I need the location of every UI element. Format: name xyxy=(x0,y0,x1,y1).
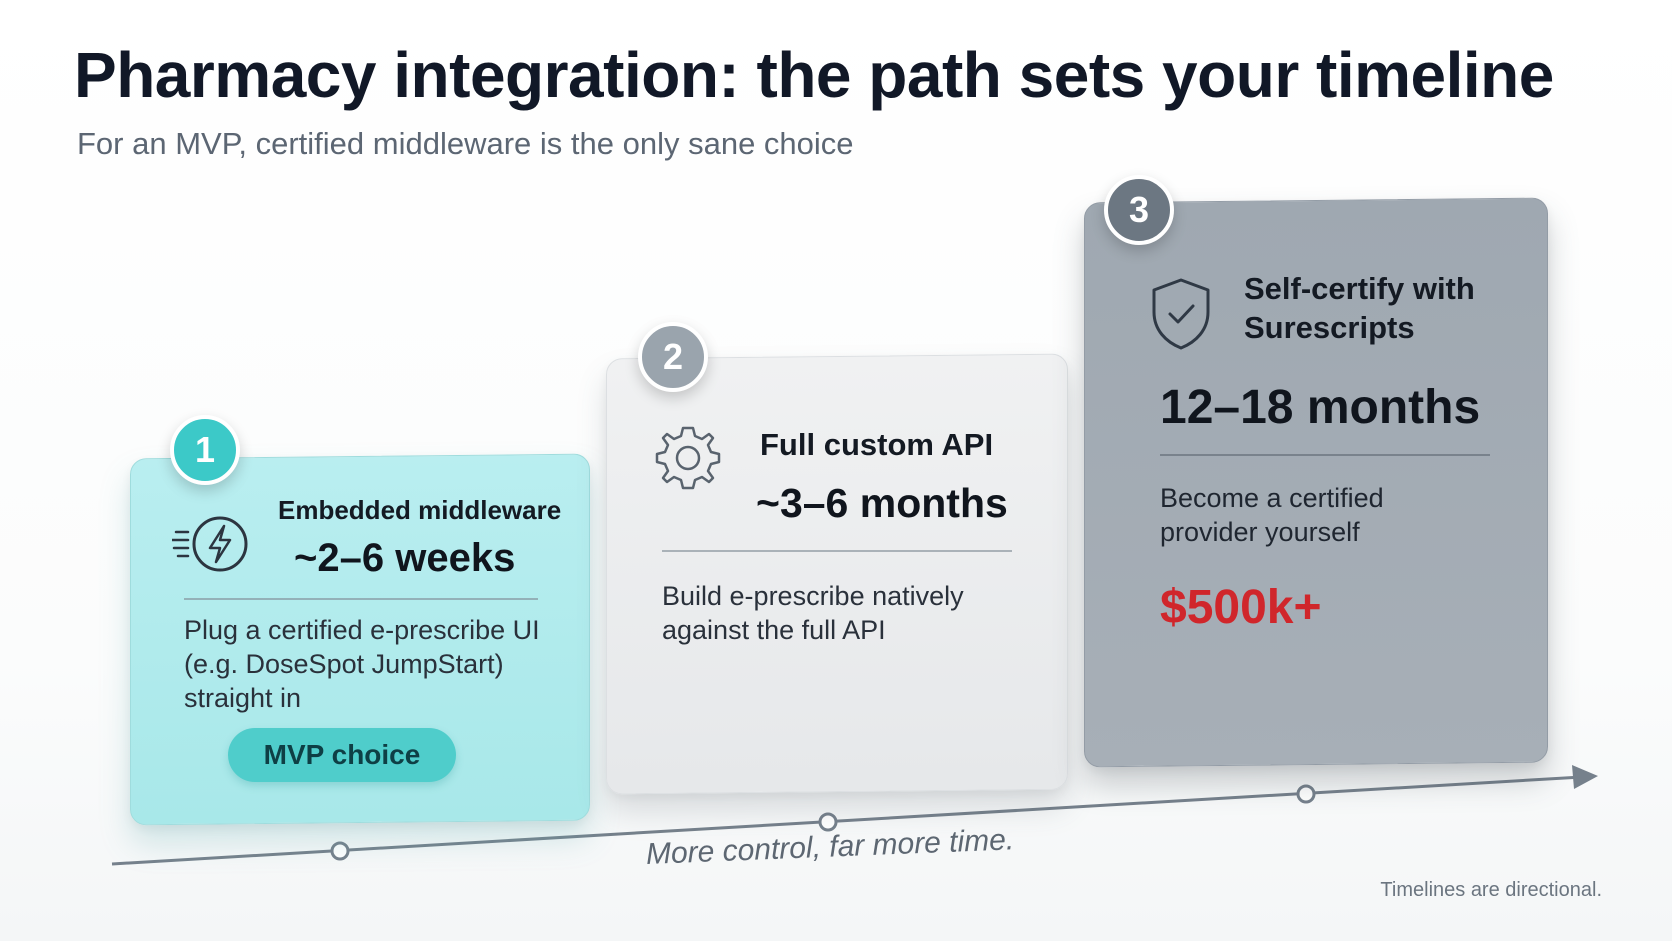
stage-duration-2: ~3–6 months xyxy=(756,480,1008,526)
stage-number-badge-1: 1 xyxy=(170,415,240,485)
stage-duration-1: ~2–6 weeks xyxy=(294,536,516,580)
stage-card-2 xyxy=(606,353,1068,795)
stage-divider-3 xyxy=(1160,454,1490,456)
stage-description-1: Plug a certified e-prescribe UI (e.g. Do… xyxy=(184,615,540,713)
page-subtitle: For an MVP, certified middleware is the … xyxy=(77,126,854,161)
lightning-bolt-icon xyxy=(172,512,252,576)
timeline-milestone-2 xyxy=(818,812,838,832)
stage-description-2: Build e-prescribe natively against the f… xyxy=(662,581,964,645)
timeline-milestone-1 xyxy=(330,841,350,861)
page-title: Pharmacy integration: the path sets your… xyxy=(74,39,1554,111)
stage-divider-1 xyxy=(184,598,538,600)
stage-title-3: Self-certify with Surescripts xyxy=(1244,271,1475,345)
timeline-milestone-3 xyxy=(1296,784,1316,804)
footnote: Timelines are directional. xyxy=(1380,879,1602,901)
stage-duration-3: 12–18 months xyxy=(1160,381,1481,434)
stage-cost-3: $500k+ xyxy=(1160,581,1322,634)
gear-icon xyxy=(652,422,724,494)
stage-number-badge-3: 3 xyxy=(1104,175,1174,245)
stage-divider-2 xyxy=(662,550,1012,552)
timeline-arrow-head xyxy=(1572,765,1598,789)
mvp-choice-tag: MVP choice xyxy=(228,728,456,782)
stage-title-1: Embedded middleware xyxy=(278,495,562,525)
timeline-axis-line xyxy=(111,775,1583,866)
shield-check-icon xyxy=(1148,276,1214,352)
stage-description-3: Become a certified provider yourself xyxy=(1160,483,1384,547)
stage-number-badge-2: 2 xyxy=(638,322,708,392)
stage-title-2: Full custom API xyxy=(760,427,994,462)
